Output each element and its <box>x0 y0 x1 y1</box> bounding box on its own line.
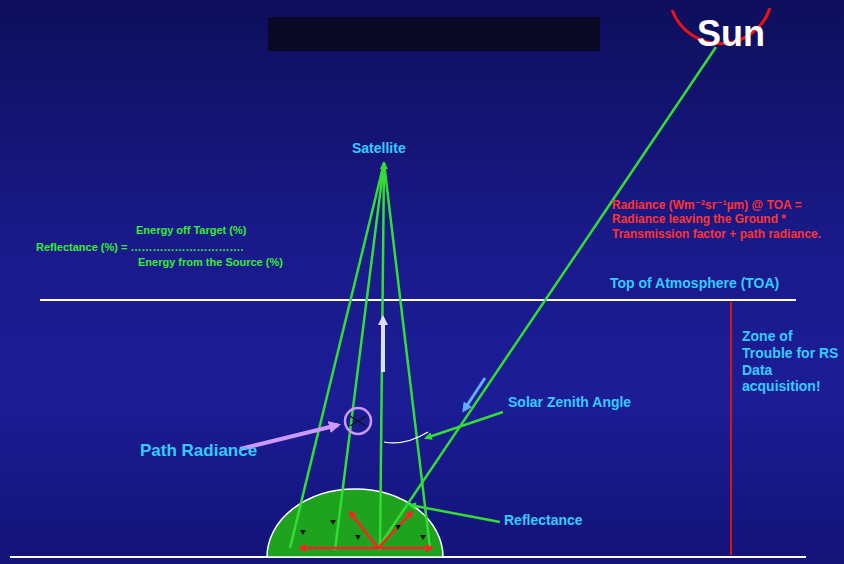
dark-band <box>268 17 600 51</box>
satellite-label: Satellite <box>352 140 406 157</box>
zenith-arc <box>384 432 428 443</box>
ground-texture <box>300 520 426 540</box>
zenith-label: Solar Zenith Angle <box>508 394 631 411</box>
toa-label: Top of Atmosphere (TOA) <box>610 275 779 292</box>
toa-line <box>40 299 796 301</box>
incoming-arrow <box>464 378 485 410</box>
upward-arrow <box>381 318 385 372</box>
sun-label: Sun <box>697 12 765 55</box>
scatter-circle <box>345 408 371 434</box>
ground-dome <box>267 489 443 557</box>
reflection-arrows <box>300 512 432 548</box>
numerator-text: Energy off Target (%) <box>136 224 246 237</box>
scatter-arrows <box>350 416 366 426</box>
reflected-beams <box>290 163 430 550</box>
zenith-pointer <box>426 412 503 438</box>
solar-ray <box>378 47 716 548</box>
reflectance-label: Reflectance <box>504 512 583 529</box>
denominator-text: Energy from the Source (%) <box>138 256 283 269</box>
zone-line <box>730 302 732 555</box>
path-radiance-label: Path Radiance <box>140 441 257 461</box>
radiance-note: Radiance (Wm⁻²sr⁻¹µm) @ TOA = Radiance l… <box>612 198 824 241</box>
reflectance-pointer <box>410 505 500 522</box>
formula-text: Reflectance (%) = …………………………. <box>36 241 244 254</box>
zone-label: Zone of Trouble for RS Data acquisition! <box>742 328 840 395</box>
